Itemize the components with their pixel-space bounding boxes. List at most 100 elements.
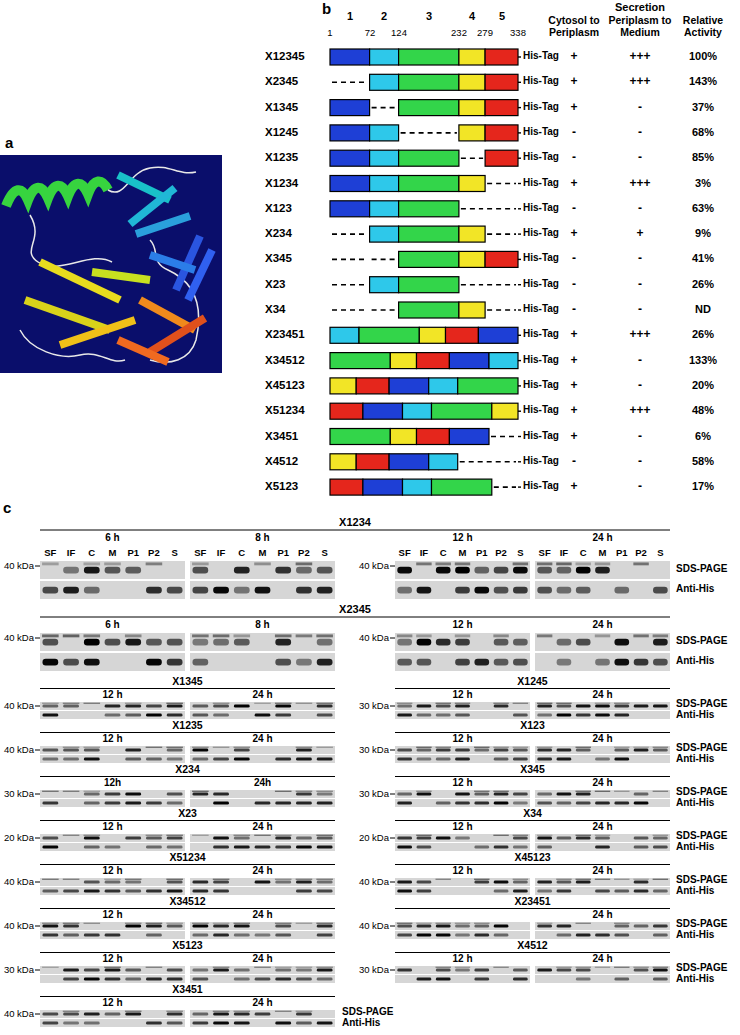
protein-band (513, 890, 528, 893)
table-cell: 17% (692, 480, 714, 493)
deletion-dash (332, 233, 368, 235)
blot-strip (535, 755, 670, 763)
protein-band (125, 1013, 141, 1016)
protein-band (633, 747, 648, 748)
marker-tick (35, 926, 40, 927)
table-cell: 26% (692, 328, 714, 341)
protein-band (557, 890, 572, 893)
tag-label: His-Tag (523, 202, 559, 214)
protein-band (167, 639, 183, 646)
blot-strip (535, 931, 670, 939)
protein-band (63, 879, 80, 880)
protein-band (213, 705, 229, 708)
construct-name: X51234 (265, 404, 305, 418)
stain-label: SDS-PAGE (676, 918, 728, 930)
protein-band (63, 705, 79, 708)
protein-band (474, 567, 489, 574)
protein-band (42, 1022, 58, 1025)
protein-band (455, 802, 470, 805)
protein-band (42, 703, 59, 704)
residue-position: 72 (365, 27, 376, 38)
protein-band (296, 978, 312, 981)
protein-band (167, 881, 183, 884)
tag-link (518, 461, 521, 462)
protein-band (537, 923, 552, 924)
size-marker: 30 kDa (359, 788, 389, 799)
protein-band (614, 879, 629, 880)
protein-band (653, 747, 668, 748)
protein-band (167, 846, 183, 849)
lane-label: P2 (495, 547, 507, 558)
domain-segment (330, 100, 370, 116)
protein-band (192, 934, 208, 937)
protein-band (494, 793, 509, 796)
lane-label: P1 (476, 547, 488, 558)
blot-strip (40, 746, 185, 754)
protein-band (614, 659, 629, 666)
column-header: Relative Activity (675, 14, 731, 38)
protein-band (84, 659, 100, 666)
protein-band (84, 703, 101, 704)
domain-segment (330, 479, 363, 495)
protein-band (234, 749, 250, 752)
blot-strip (40, 975, 185, 983)
protein-band (653, 587, 668, 594)
beta-strand (150, 318, 205, 352)
protein-band (416, 747, 431, 748)
deletion-dash (401, 132, 457, 134)
stain-label: Anti-His (676, 709, 714, 721)
protein-band (474, 934, 489, 937)
protein-band (234, 923, 251, 924)
protein-band (192, 925, 208, 928)
protein-band (614, 925, 629, 928)
protein-band (397, 890, 412, 893)
protein-band (576, 714, 591, 717)
protein-band (192, 634, 209, 637)
protein-band (146, 978, 162, 981)
protein-band (537, 749, 552, 752)
protein-band (234, 969, 250, 972)
protein-band (275, 567, 291, 574)
domain-segment (403, 403, 432, 419)
protein-band (436, 567, 451, 574)
protein-band (192, 747, 209, 748)
protein-band (614, 923, 629, 924)
table-cell: - (638, 100, 642, 114)
domain-segment (399, 74, 459, 90)
protein-band (614, 639, 629, 646)
blot-strip (190, 1019, 335, 1027)
title-rule (40, 732, 335, 733)
lane-label: IF (560, 547, 568, 558)
table-cell: + (570, 429, 577, 443)
protein-band (397, 793, 412, 796)
protein-band (455, 714, 470, 717)
deletion-dash (332, 259, 368, 261)
protein-band (397, 846, 412, 849)
tag-link (518, 183, 521, 184)
stain-label: Anti-His (676, 753, 714, 765)
protein-band (255, 714, 271, 717)
protein-band (234, 925, 250, 928)
protein-band (275, 758, 291, 761)
time-label: 24 h (252, 821, 272, 833)
protein-band (436, 969, 451, 972)
protein-band (317, 714, 333, 717)
title-rule (40, 617, 670, 618)
protein-band (84, 1013, 100, 1016)
time-label: 24 h (592, 777, 612, 789)
domain-segment (485, 74, 518, 90)
residue-position: 338 (510, 27, 526, 38)
lane-label: P2 (635, 547, 647, 558)
protein-band (576, 639, 591, 646)
protein-band (595, 634, 610, 637)
blot-strip (40, 834, 185, 842)
time-label: 24h (254, 777, 271, 789)
table-cell: - (638, 479, 642, 493)
table-cell: - (638, 429, 642, 443)
construct-title: X1245 (517, 675, 547, 688)
tag-link (518, 284, 521, 285)
domain-segment (429, 454, 458, 470)
protein-band (296, 802, 312, 805)
protein-band (125, 758, 141, 761)
protein-band (634, 890, 649, 893)
